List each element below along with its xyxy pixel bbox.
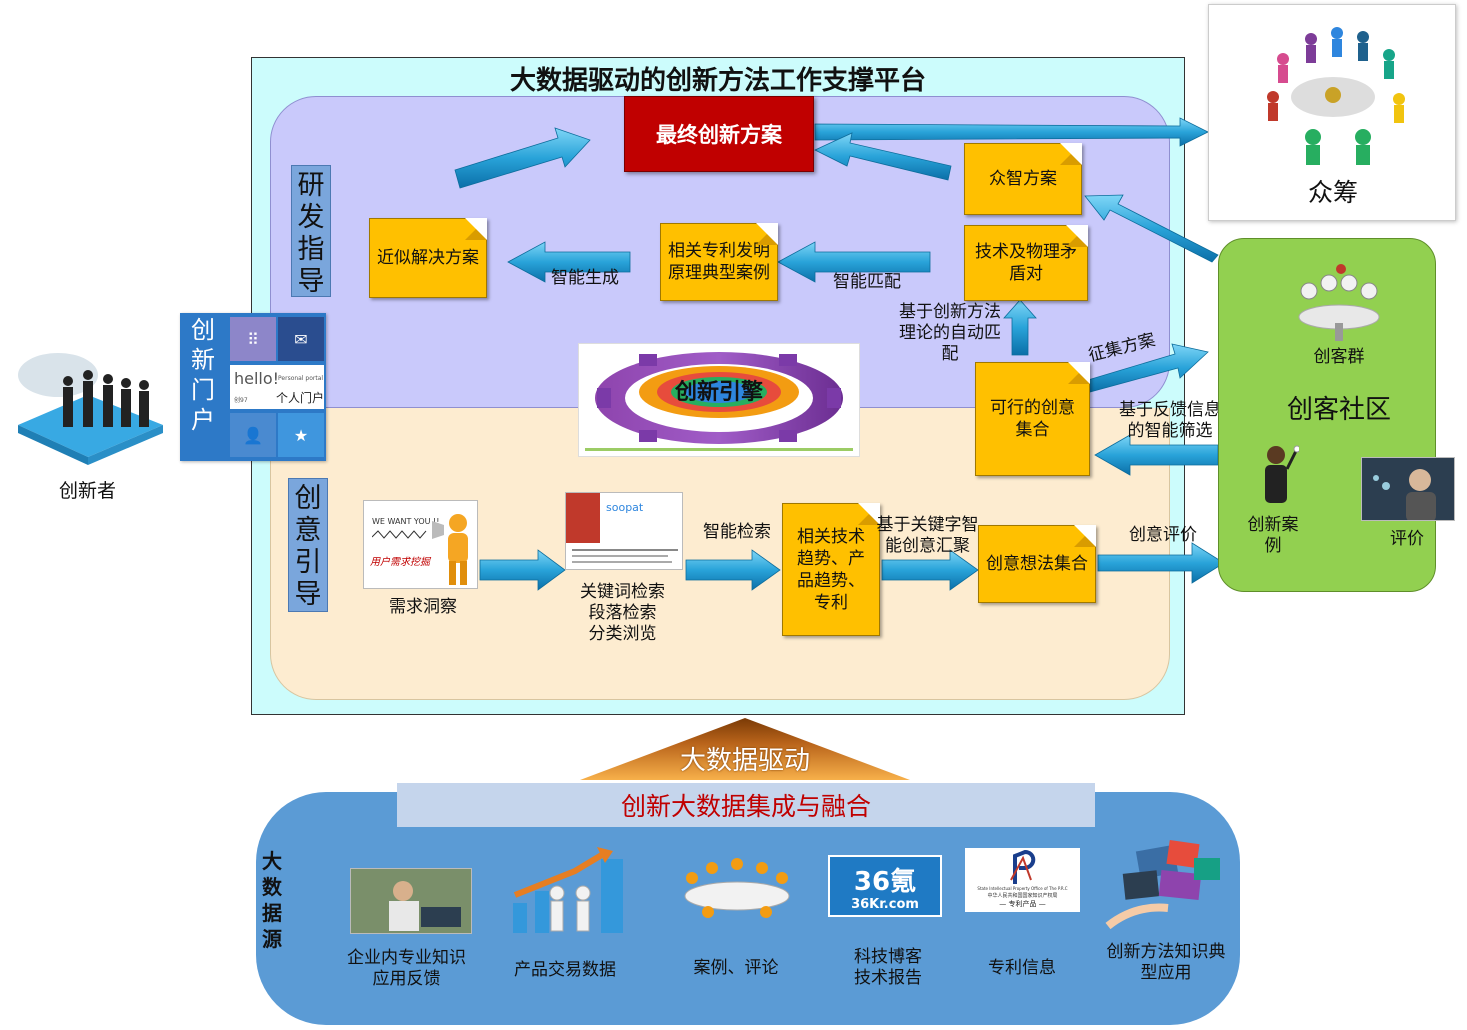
user-icon[interactable]: 👤 <box>230 413 276 457</box>
feasible-ideas-doc: 可行的创意集合 <box>975 362 1090 476</box>
doc-fold-corner <box>756 224 777 245</box>
idea-set-label: 创意想法集合 <box>986 554 1088 574</box>
creative-guidance-label: 创意 引导 <box>288 478 328 612</box>
arrow-community-to-crowd <box>1084 194 1219 263</box>
bigdata-integration-band: 创新大数据集成与融合 <box>397 783 1095 827</box>
trend-patents-doc: 相关技术趋势、产品趋势、专利 <box>782 503 880 636</box>
doc-fold-corner <box>1066 226 1087 247</box>
maker-group-icon <box>1298 264 1380 341</box>
crowdfunding-label: 众筹 <box>1307 178 1358 207</box>
doc-fold-corner <box>1060 144 1081 165</box>
final-solution-label: 最终创新方案 <box>656 123 782 147</box>
final-solution-box: 最终创新方案 <box>624 96 814 172</box>
arrow-collect <box>1087 343 1209 393</box>
patent-cases-doc: 相关专利发明原理典型案例 <box>660 223 778 301</box>
arrow-bigdata-drive <box>580 718 910 780</box>
demand-banner: WE WANT YOU !! <box>372 517 440 526</box>
maker-community-title: 创客社区 <box>1286 395 1391 425</box>
bigdata-source-label: 大数 据源 <box>262 849 282 951</box>
grid-icon[interactable]: ⠿ <box>230 317 276 361</box>
innovation-cases-label: 创新案例 <box>1247 515 1299 556</box>
innovation-engine-image: 创新引擎 <box>578 343 860 457</box>
arrow-final-to-crowd <box>814 117 1209 147</box>
arrow-trend-to-idea <box>881 549 979 591</box>
arrow-feedback <box>1094 434 1219 476</box>
idea-set-doc: 创意想法集合 <box>978 525 1096 603</box>
trend-patents-label: 相关技术趋势、产品趋势、专利 <box>797 526 865 613</box>
doc-fold-corner <box>1074 526 1095 547</box>
doc-fold-corner <box>465 219 486 240</box>
patent-search-image: soopat <box>565 492 683 570</box>
tech-contradiction-doc: 技术及物理矛盾对 <box>964 225 1088 301</box>
bigdata-integration-label: 创新大数据集成与融合 <box>620 792 871 821</box>
maker-community-panel: 创客群 创客社区 创新案例 评价 <box>1218 238 1455 592</box>
category-browse: 分类浏览 <box>588 624 657 644</box>
arrow-crowd-to-final <box>814 132 952 181</box>
arrow-demand-to-search <box>479 549 566 591</box>
product-trade-icon <box>513 847 623 933</box>
tech-contradiction-label: 技术及物理矛盾对 <box>975 242 1077 284</box>
theory-match-label: 基于创新方法理论的自动匹配 <box>899 302 1001 364</box>
megaphone-person-icon <box>432 514 468 585</box>
approx-solution-label: 近似解决方案 <box>377 248 479 268</box>
bigdata-drive-label: 大数据驱动 <box>679 746 810 776</box>
patent-office-logo: State Intellectual Property Office of Th… <box>965 848 1080 912</box>
36kr-logo: 36氪 36Kr.com <box>828 855 942 917</box>
arrow-idea-to-community <box>1097 542 1225 584</box>
gear-icon <box>585 352 853 451</box>
soopat-logo: soopat <box>606 501 644 514</box>
crowd-solution-label: 众智方案 <box>989 169 1057 189</box>
method-knowledge-icon <box>1105 840 1220 930</box>
star-icon[interactable]: ★ <box>278 413 324 457</box>
evaluation-image <box>1361 457 1455 521</box>
idea-evaluation-label: 创意评价 <box>1129 525 1197 545</box>
demand-insight-image: WE WANT YOU !! 用户需求挖掘 <box>363 500 478 589</box>
arrow-patent-to-approx <box>507 241 631 283</box>
source-method-knowledge: 创新方法知识典型应用 <box>1106 942 1226 983</box>
keyword-search: 关键词检索 <box>580 582 665 602</box>
arrow-tech-to-patent <box>777 241 931 283</box>
approx-solution-doc: 近似解决方案 <box>369 218 487 298</box>
arrow-search-to-trend <box>685 549 781 591</box>
crowd-circle-icon <box>1267 27 1405 165</box>
paragraph-search: 段落检索 <box>588 603 657 623</box>
source-product-trade: 产品交易数据 <box>514 960 616 980</box>
personal-portal-tile[interactable]: hello! Personal portal 创97 个人门户 <box>230 365 324 409</box>
innovation-case-person <box>1265 445 1299 503</box>
innovation-engine-label: 创新引擎 <box>674 380 763 405</box>
mail-icon[interactable]: ✉ <box>278 317 324 361</box>
smart-generate-label: 智能生成 <box>551 268 619 288</box>
case-review-icon <box>684 858 790 918</box>
smart-search-label: 智能检索 <box>703 522 771 542</box>
arrow-approx-to-final <box>454 127 591 189</box>
innovation-portal[interactable]: 创新 门户 ⠿ ✉ hello! Personal portal 创97 个人门… <box>180 313 326 461</box>
patent-cases-label: 相关专利发明原理典型案例 <box>668 241 770 283</box>
crowdfunding-panel: 众筹 <box>1208 4 1456 221</box>
arrow-feasible-to-tech <box>1003 299 1037 356</box>
demand-sign: 用户需求挖掘 <box>370 557 430 568</box>
platform-title: 大数据驱动的创新方法工作支撑平台 <box>509 66 926 96</box>
source-enterprise: 企业内专业知识应用反馈 <box>347 948 466 989</box>
innovator-image <box>18 353 163 465</box>
innovator-label: 创新者 <box>58 480 116 502</box>
maker-group-label: 创客群 <box>1313 347 1365 367</box>
keyword-cluster-label: 基于关键字智能创意汇聚 <box>876 515 979 556</box>
source-patent: 专利信息 <box>988 958 1056 978</box>
enterprise-knowledge-image <box>350 868 472 934</box>
smart-match-label: 智能匹配 <box>833 272 901 292</box>
evaluation-label: 评价 <box>1390 529 1424 549</box>
feedback-filter-label: 基于反馈信息的智能筛选 <box>1119 400 1221 441</box>
crowd-solution-doc: 众智方案 <box>964 143 1082 215</box>
rd-guidance-label: 研发 指导 <box>291 165 331 297</box>
search-modes: 关键词检索 段落检索 分类浏览 <box>560 582 685 645</box>
source-case-review: 案例、评论 <box>693 958 779 978</box>
feasible-ideas-label: 可行的创意集合 <box>990 398 1075 440</box>
demand-insight-label: 需求洞察 <box>389 597 457 617</box>
source-tech-blog: 科技博客技术报告 <box>854 947 922 988</box>
portal-title: 创新 门户 <box>191 316 215 434</box>
